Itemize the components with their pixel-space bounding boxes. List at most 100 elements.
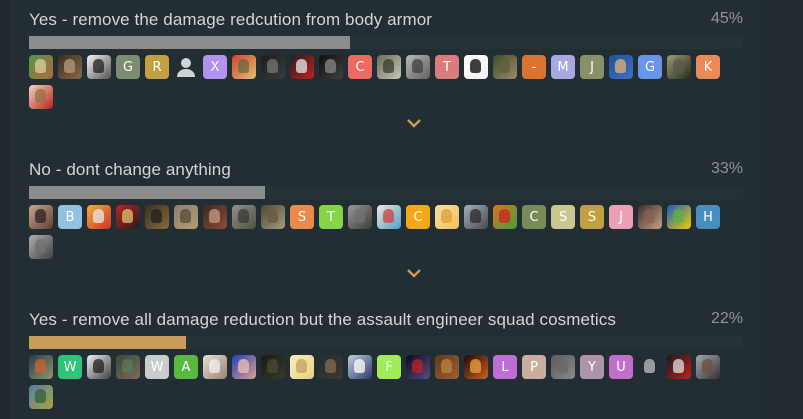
option-progress-bar bbox=[29, 336, 743, 349]
voter-avatar-letter[interactable]: C bbox=[522, 205, 546, 229]
voter-avatar-image[interactable] bbox=[232, 205, 256, 229]
poll-option-3: Yes - remove all damage reduction but th… bbox=[29, 300, 743, 415]
voter-avatar-letter[interactable]: P bbox=[522, 355, 546, 379]
voter-avatar-image[interactable] bbox=[29, 55, 53, 79]
voter-avatar-image[interactable] bbox=[667, 355, 691, 379]
voter-avatar-image[interactable] bbox=[290, 355, 314, 379]
voter-avatar-image[interactable] bbox=[261, 205, 285, 229]
voter-avatar-image[interactable] bbox=[290, 55, 314, 79]
voter-avatar-image[interactable] bbox=[319, 55, 343, 79]
voter-avatar-letter[interactable]: J bbox=[609, 205, 633, 229]
voter-avatar-image[interactable] bbox=[203, 205, 227, 229]
voter-avatar-image[interactable] bbox=[319, 355, 343, 379]
voter-avatar-image[interactable] bbox=[464, 355, 488, 379]
voter-avatar-image[interactable] bbox=[29, 385, 53, 409]
voter-avatar-letter[interactable]: W bbox=[145, 355, 169, 379]
voter-avatar-image[interactable] bbox=[116, 355, 140, 379]
chevron-down-icon bbox=[407, 119, 421, 128]
voter-avatar-image[interactable] bbox=[435, 355, 459, 379]
voter-avatar-letter[interactable]: T bbox=[435, 55, 459, 79]
voter-avatar-image[interactable] bbox=[116, 205, 140, 229]
voter-avatar-image[interactable] bbox=[174, 205, 198, 229]
voter-avatar-letter[interactable]: K bbox=[696, 55, 720, 79]
option-progress-fill bbox=[29, 186, 265, 199]
voter-avatar-image[interactable] bbox=[551, 355, 575, 379]
voter-avatar-image[interactable] bbox=[29, 355, 53, 379]
voter-avatar-image[interactable] bbox=[493, 205, 517, 229]
voter-avatar-image[interactable] bbox=[348, 205, 372, 229]
voter-avatar-letter[interactable]: M bbox=[551, 55, 575, 79]
default-user-icon bbox=[177, 58, 195, 77]
option-progress-bar bbox=[29, 186, 743, 199]
option-label: Yes - remove the damage redcution from b… bbox=[29, 10, 433, 29]
voter-avatar-letter[interactable]: C bbox=[406, 205, 430, 229]
voter-avatar-image[interactable] bbox=[696, 355, 720, 379]
voter-avatar-letter[interactable]: S bbox=[551, 205, 575, 229]
voter-avatar-image[interactable] bbox=[348, 355, 372, 379]
voter-avatar-image[interactable] bbox=[232, 55, 256, 79]
voter-avatar-image[interactable] bbox=[464, 55, 488, 79]
voter-avatar-image[interactable] bbox=[29, 235, 53, 259]
voter-avatar-image[interactable] bbox=[609, 55, 633, 79]
option-label: No - dont change anything bbox=[29, 160, 231, 179]
voter-avatar-image[interactable] bbox=[29, 85, 53, 109]
voter-avatar-image[interactable] bbox=[232, 355, 256, 379]
voter-avatar-letter[interactable]: U bbox=[609, 355, 633, 379]
voter-avatar-image[interactable] bbox=[377, 55, 401, 79]
voter-avatar-image[interactable] bbox=[638, 205, 662, 229]
voter-avatar-letter[interactable]: S bbox=[580, 205, 604, 229]
voter-avatar-letter[interactable]: - bbox=[522, 55, 546, 79]
voter-avatar-image[interactable] bbox=[464, 205, 488, 229]
poll-option-1: Yes - remove the damage redcution from b… bbox=[29, 0, 743, 115]
expand-voters-button[interactable] bbox=[406, 268, 422, 278]
option-progress-bar bbox=[29, 36, 743, 49]
right-gutter bbox=[762, 0, 803, 419]
voter-avatar-letter[interactable]: G bbox=[116, 55, 140, 79]
voter-avatar-letter[interactable]: T bbox=[319, 205, 343, 229]
chevron-down-icon bbox=[407, 269, 421, 278]
voter-avatar-image[interactable] bbox=[493, 55, 517, 79]
voter-avatar-image[interactable] bbox=[261, 355, 285, 379]
voter-avatar-letter[interactable]: B bbox=[58, 205, 82, 229]
voter-avatar-image[interactable] bbox=[638, 355, 662, 379]
voter-avatar-image[interactable] bbox=[145, 205, 169, 229]
voter-avatar-letter[interactable]: S bbox=[290, 205, 314, 229]
option-percent: 45% bbox=[710, 10, 743, 27]
option-progress-fill bbox=[29, 336, 187, 349]
voter-avatar-letter[interactable]: L bbox=[493, 355, 517, 379]
voter-avatar-image[interactable] bbox=[435, 205, 459, 229]
voter-avatar-image[interactable] bbox=[406, 355, 430, 379]
voter-avatar-letter[interactable]: F bbox=[377, 355, 401, 379]
voter-avatar-image[interactable] bbox=[261, 55, 285, 79]
voter-avatar-image[interactable] bbox=[377, 205, 401, 229]
option-percent: 33% bbox=[710, 160, 743, 177]
voter-avatar-image[interactable] bbox=[203, 355, 227, 379]
option-label: Yes - remove all damage reduction but th… bbox=[29, 310, 616, 329]
voter-avatar-letter[interactable]: H bbox=[696, 205, 720, 229]
voter-avatar-image[interactable] bbox=[58, 55, 82, 79]
voter-avatar-letter[interactable]: W bbox=[58, 355, 82, 379]
voter-avatar-letter[interactable]: A bbox=[174, 355, 198, 379]
voter-avatar-letter[interactable]: X bbox=[203, 55, 227, 79]
option-progress-fill bbox=[29, 36, 351, 49]
voter-avatar-image[interactable] bbox=[87, 205, 111, 229]
voter-avatar-image[interactable] bbox=[406, 55, 430, 79]
voter-avatar-default[interactable] bbox=[174, 55, 198, 79]
left-gutter bbox=[0, 0, 10, 419]
voter-avatar-letter[interactable]: G bbox=[638, 55, 662, 79]
voter-avatar-letter[interactable]: C bbox=[348, 55, 372, 79]
voter-avatar-image[interactable] bbox=[667, 55, 691, 79]
voter-avatar-image[interactable] bbox=[667, 205, 691, 229]
voter-avatar-letter[interactable]: Y bbox=[580, 355, 604, 379]
expand-voters-button[interactable] bbox=[406, 118, 422, 128]
voter-avatar-letter[interactable]: J bbox=[580, 55, 604, 79]
voter-avatar-image[interactable] bbox=[87, 55, 111, 79]
voter-avatar-image[interactable] bbox=[87, 355, 111, 379]
option-percent: 22% bbox=[710, 310, 743, 327]
voter-avatar-image[interactable] bbox=[29, 205, 53, 229]
voter-avatar-letter[interactable]: R bbox=[145, 55, 169, 79]
